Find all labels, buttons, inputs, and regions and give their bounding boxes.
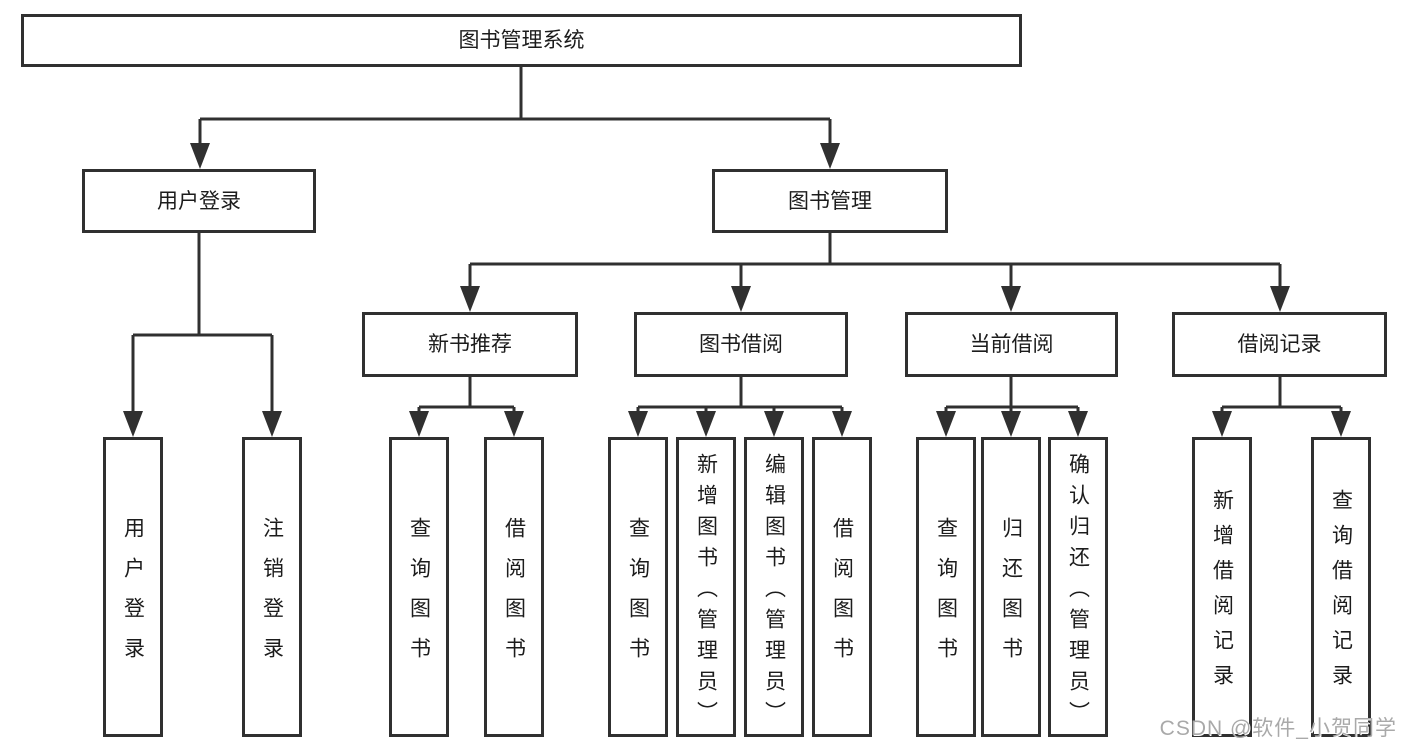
node-current-borrowing: 当前借阅 bbox=[905, 312, 1118, 377]
leaf-return-books: 归还图书 bbox=[981, 437, 1041, 737]
leaf-edit-books-admin: 编辑图书（管理员） bbox=[744, 437, 804, 737]
node-label: 图书管理 bbox=[788, 189, 872, 213]
leaf-borrow-books-recommend: 借阅图书 bbox=[484, 437, 544, 737]
node-label: 借阅记录 bbox=[1237, 333, 1322, 356]
leaf-add-books-admin: 新增图书（管理员） bbox=[676, 437, 736, 737]
node-label: 新增借阅记录 bbox=[1210, 489, 1234, 699]
node-label: 注销登录 bbox=[260, 516, 284, 677]
leaf-confirm-return-admin: 确认归还（管理员） bbox=[1048, 437, 1108, 737]
node-user-login: 用户登录 bbox=[82, 169, 316, 233]
node-borrowing-records: 借阅记录 bbox=[1172, 312, 1387, 377]
node-book-management: 图书管理 bbox=[712, 169, 948, 233]
node-label: 编辑图书（管理员） bbox=[762, 452, 786, 732]
node-label: 查询图书 bbox=[407, 516, 431, 677]
leaf-query-books-recommend: 查询图书 bbox=[389, 437, 449, 737]
node-label: 查询图书 bbox=[626, 516, 650, 677]
node-label: 新书推荐 bbox=[428, 333, 512, 356]
csdn-watermark: CSDN @软件_小贺同学 bbox=[1159, 717, 1397, 740]
node-label: 借阅图书 bbox=[830, 516, 854, 677]
node-label: 图书借阅 bbox=[699, 333, 783, 356]
node-label: 用户登录 bbox=[157, 189, 241, 213]
node-label: 新增图书（管理员） bbox=[694, 452, 718, 732]
leaf-user-login: 用户登录 bbox=[103, 437, 163, 737]
leaf-query-books-borrow: 查询图书 bbox=[608, 437, 668, 737]
node-label: 图书管理系统 bbox=[458, 29, 585, 52]
node-label: 查询借阅记录 bbox=[1329, 489, 1353, 699]
node-new-book-recommend: 新书推荐 bbox=[362, 312, 578, 377]
node-label: 归还图书 bbox=[999, 516, 1023, 677]
node-label: 借阅图书 bbox=[502, 516, 526, 677]
leaf-add-borrow-record: 新增借阅记录 bbox=[1192, 437, 1252, 737]
node-label: 查询图书 bbox=[934, 516, 958, 677]
leaf-logout: 注销登录 bbox=[242, 437, 302, 737]
node-root: 图书管理系统 bbox=[21, 14, 1022, 67]
node-label: 确认归还（管理员） bbox=[1066, 452, 1090, 732]
leaf-query-borrow-record: 查询借阅记录 bbox=[1311, 437, 1371, 737]
leaf-query-books-current: 查询图书 bbox=[916, 437, 976, 737]
node-book-borrowing: 图书借阅 bbox=[634, 312, 848, 377]
node-label: 当前借阅 bbox=[969, 333, 1054, 356]
node-label: 用户登录 bbox=[121, 516, 145, 677]
leaf-borrow-books: 借阅图书 bbox=[812, 437, 872, 737]
